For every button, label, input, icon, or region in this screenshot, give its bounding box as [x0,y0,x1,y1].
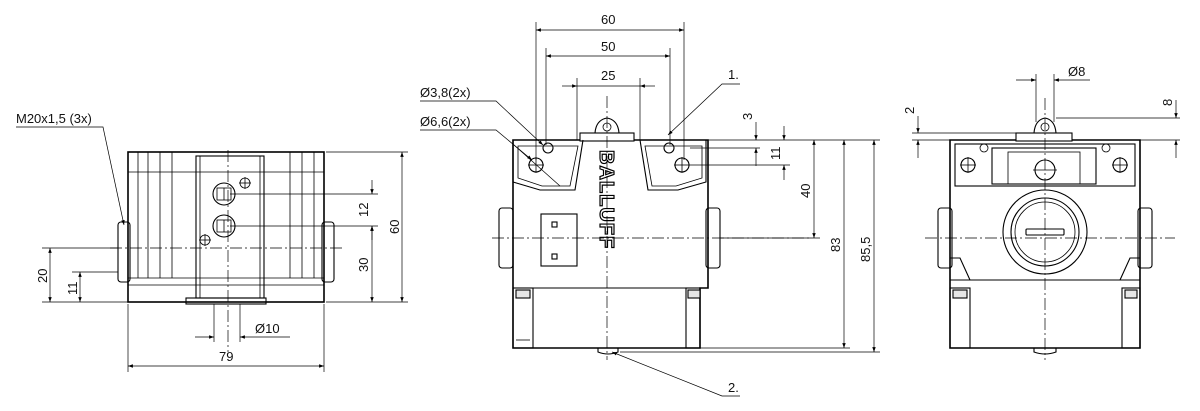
front-hole-right [663,142,690,173]
dim-top-left-2: 2 [902,107,917,114]
right-view: Ø8 2 8 [902,64,1180,360]
left-body-outline [127,151,325,303]
dim-top-25: 25 [601,68,615,83]
dim-width-79: 79 [219,349,233,364]
left-center-block [195,155,265,299]
dim-spacing-12: 12 [356,203,371,217]
dim-right-11: 11 [768,147,783,161]
front-view: BALLUFF 60 50 25 Ø3,8(2x) Ø6,6(2x) [420,12,880,397]
dim-right-83: 83 [828,238,843,252]
dim-top-60: 60 [601,12,615,27]
left-gland-right [321,221,335,283]
label-hole-6-6: Ø6,6(2x) [420,114,471,129]
dim-left-11: 11 [65,282,80,296]
dim-left-20: 20 [35,269,50,283]
dim-top-right-8: 8 [1160,99,1175,106]
dim-height-60: 60 [387,220,402,234]
callout-2: 2. [728,380,739,395]
front-label-plate [540,213,578,267]
dim-right-40: 40 [798,184,813,198]
callout-1: 1. [728,67,739,82]
left-view: M20x1,5 (3x) 60 12 30 20 11 Ø10 [16,111,408,372]
label-hole-3-8: Ø3,8(2x) [420,85,471,100]
dim-right-3: 3 [740,113,755,120]
dim-height-30: 30 [356,258,371,272]
thread-label: M20x1,5 (3x) [16,111,92,126]
brand-logo: BALLUFF [595,150,617,249]
dim-right-85-5: 85,5 [858,237,873,262]
dim-diameter-8: Ø8 [1068,64,1085,79]
dim-diameter-10: Ø10 [255,321,280,336]
dim-top-50: 50 [601,39,615,54]
